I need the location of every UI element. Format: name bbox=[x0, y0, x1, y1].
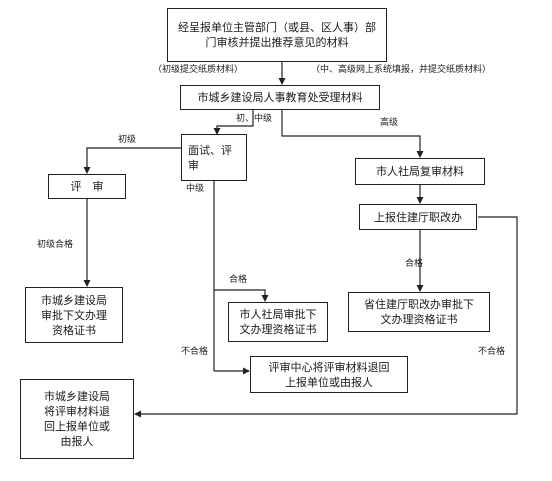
arrow-to-issue-city bbox=[214, 289, 269, 302]
node-interview-evaluation: 面试、评 审 bbox=[181, 134, 247, 181]
node-submit-materials: 经呈报单位主管部门（或县、区人事）部 门审核并提出推荐意见的材料 bbox=[167, 8, 387, 62]
label-senior: 高级 bbox=[380, 118, 399, 128]
arrow-accept-to-interview bbox=[213, 110, 254, 135]
arrow-accept-to-city-review bbox=[281, 110, 424, 158]
arrow-prov-fail-to-return-city bbox=[134, 216, 518, 418]
label-senior-online: （中、高级网上系统填报，并提交纸质材料） bbox=[311, 65, 492, 75]
node-evaluate: 评 审 bbox=[48, 174, 126, 199]
label-junior: 初级 bbox=[118, 135, 137, 145]
node-issue-provincial-certificate: 省住建厅职改办审批下 文办理资格证书 bbox=[348, 292, 490, 332]
label-pass-mid: 合格 bbox=[229, 275, 248, 285]
label-fail-provincial: 不合格 bbox=[478, 347, 506, 357]
arrow-interview-to-evaluate bbox=[83, 147, 181, 174]
node-return-by-center: 评审中心将评审材料退回 上报单位或由报人 bbox=[250, 356, 408, 393]
label-fail-mid: 不合格 bbox=[181, 347, 209, 357]
label-pass-provincial: 合格 bbox=[405, 259, 424, 269]
node-return-by-city: 市城乡建设局 将评审材料退 回上报单位或 由报人 bbox=[20, 379, 134, 459]
label-junior-pass: 初级合格 bbox=[37, 240, 74, 250]
node-accept-materials: 市城乡建设局人事教育处受理材料 bbox=[180, 85, 380, 110]
node-city-review: 市人社局复审材料 bbox=[355, 158, 485, 185]
label-junior-mid: 初、中级 bbox=[236, 114, 273, 124]
node-issue-junior-certificate: 市城乡建设局 审批下文办理 资格证书 bbox=[25, 287, 123, 343]
label-mid: 中级 bbox=[186, 184, 205, 194]
label-junior-paper: （初级提交纸质材料） bbox=[153, 65, 244, 75]
node-issue-city-certificate: 市人社局审批下 文办理资格证书 bbox=[228, 302, 328, 342]
node-report-provincial: 上报住建厅职改办 bbox=[359, 204, 477, 230]
